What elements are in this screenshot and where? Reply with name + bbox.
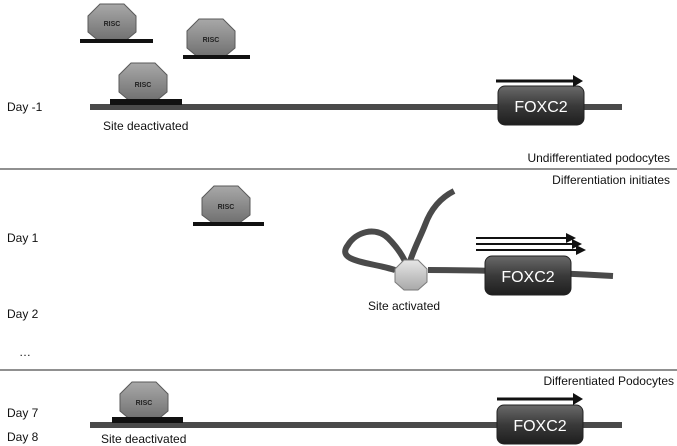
risc-complex: RISC — [183, 18, 250, 59]
risc-label: RISC — [203, 37, 220, 44]
gene-label: FOXC2 — [513, 418, 566, 435]
site-deactivated-label: Site deactivated — [103, 119, 188, 133]
stage-label: Differentiated Podocytes — [543, 374, 674, 388]
stage-label: Differentiation initiates — [552, 173, 670, 187]
gene-label: FOXC2 — [501, 269, 554, 286]
stage-label: Undifferentiated podocytes — [527, 151, 670, 165]
risc-complex: RISC — [193, 185, 264, 226]
risc-label: RISC — [135, 82, 152, 89]
panel-differentiation: Differentiation initiates RISC Site acti… — [7, 173, 670, 359]
foxc2-gene: FOXC2 — [496, 404, 584, 445]
risc-complex-bound: RISC — [110, 62, 182, 105]
site-activated-label: Site activated — [368, 299, 440, 313]
day-label: Day 7 — [7, 406, 39, 420]
risc-label: RISC — [218, 204, 235, 211]
day-label: Day 8 — [7, 430, 39, 444]
ellipsis-label: … — [19, 345, 31, 359]
risc-complex-bound: RISC — [112, 381, 183, 423]
chromatin-loop — [342, 188, 456, 279]
panel-undifferentiated: RISC RISC RISC Site deactivated FOXC2 Da… — [7, 3, 670, 165]
transcription-arrows — [476, 233, 586, 255]
risc-label: RISC — [104, 21, 121, 28]
foxc2-gene: FOXC2 — [497, 85, 585, 126]
gene-label: FOXC2 — [514, 99, 567, 116]
activated-site — [394, 259, 428, 291]
panel-differentiated: Differentiated Podocytes RISC Site deact… — [7, 374, 674, 446]
site-deactivated-label: Site deactivated — [101, 432, 186, 446]
risc-complex: RISC — [80, 3, 153, 43]
risc-label: RISC — [136, 400, 153, 407]
transcription-arrow — [497, 393, 583, 405]
day-label: Day 2 — [7, 307, 39, 321]
day-label: Day -1 — [7, 100, 43, 114]
day-label: Day 1 — [7, 231, 39, 245]
transcription-arrow — [496, 75, 583, 87]
foxc2-gene: FOXC2 — [484, 255, 572, 296]
